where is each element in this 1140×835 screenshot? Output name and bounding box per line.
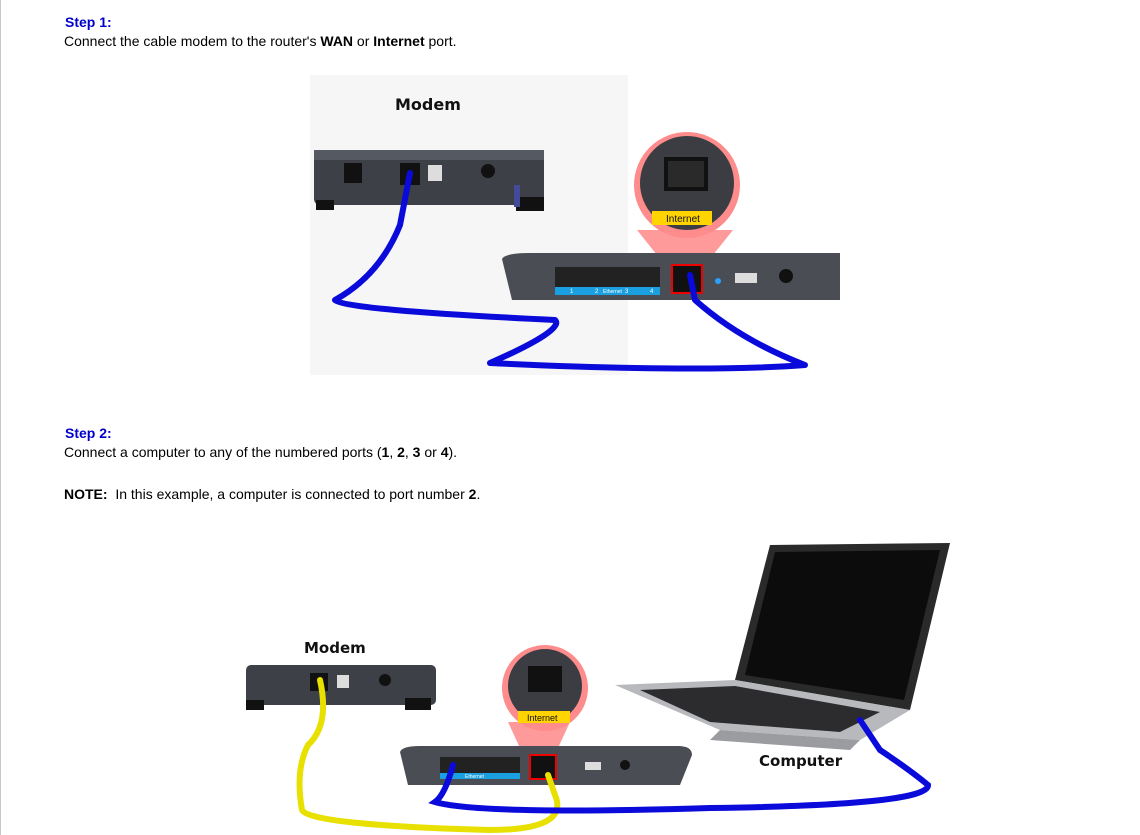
blue-cable-computer [428, 717, 931, 814]
port-3: 3 [412, 444, 421, 460]
laptop-computer [615, 543, 950, 750]
port-2: 2 [397, 444, 405, 460]
step2-text-end: ). [448, 444, 458, 460]
step2-or: or [420, 444, 441, 460]
modem-label-2: Modem [304, 639, 366, 657]
internet-tag [652, 211, 712, 225]
sep-2: , [404, 444, 413, 460]
note-end: . [476, 486, 481, 502]
step2-instruction: Connect a computer to any of the numbere… [64, 444, 457, 460]
yellow-cable [296, 677, 561, 834]
port-number-1: 1 [570, 289, 574, 295]
port-4: 4 [440, 444, 449, 460]
ethernet-label-2: Ethernet [465, 774, 485, 780]
internet-port-zoom-2: Internet [502, 645, 588, 748]
modem-power-port [344, 163, 362, 183]
modem-device-2 [246, 665, 436, 710]
step1-instruction: Connect the cable modem to the router's … [64, 33, 457, 49]
internet-tag-label: Internet [666, 214, 700, 225]
computer-label: Computer [759, 752, 843, 770]
modem-label: Modem [395, 95, 461, 114]
step1-text-end: port. [424, 33, 457, 49]
port-number-4: 4 [650, 289, 654, 295]
step1-heading: Step 1: [65, 14, 112, 30]
router-device: 1 2 Ethernet 3 4 [502, 253, 840, 300]
blue-cable [332, 170, 808, 372]
step1-text: Connect the cable modem to the router's [64, 33, 321, 49]
internet-tag-label-2: Internet [527, 713, 558, 723]
router-internet-port [671, 264, 703, 294]
step2-heading: Step 2: [65, 425, 112, 441]
port-1: 1 [381, 444, 390, 460]
figure-computer-to-router: Modem Computer Internet Ethernet [246, 543, 950, 834]
wan-term: WAN [320, 33, 354, 49]
internet-term: Internet [373, 33, 425, 49]
ethernet-label: Ethernet [603, 289, 623, 295]
note-label: NOTE: [64, 486, 108, 502]
note-text: In this example, a computer is connected… [107, 486, 469, 502]
modem-device [314, 150, 544, 211]
router-device-2: Ethernet [400, 746, 692, 785]
internet-port-zoom: Internet [634, 132, 740, 255]
port-number-3: 3 [625, 289, 629, 295]
note-port: 2 [468, 486, 477, 502]
figure1-background [310, 75, 628, 375]
sep-1: , [389, 444, 398, 460]
figure-modem-to-router: Modem Internet 1 2 Ethernet 3 4 [310, 75, 840, 375]
port-number-2: 2 [595, 289, 599, 295]
note: NOTE: In this example, a computer is con… [64, 486, 480, 502]
step1-or: or [353, 33, 374, 49]
step2-text: Connect a computer to any of the numbere… [64, 444, 382, 460]
left-border [0, 0, 1, 835]
